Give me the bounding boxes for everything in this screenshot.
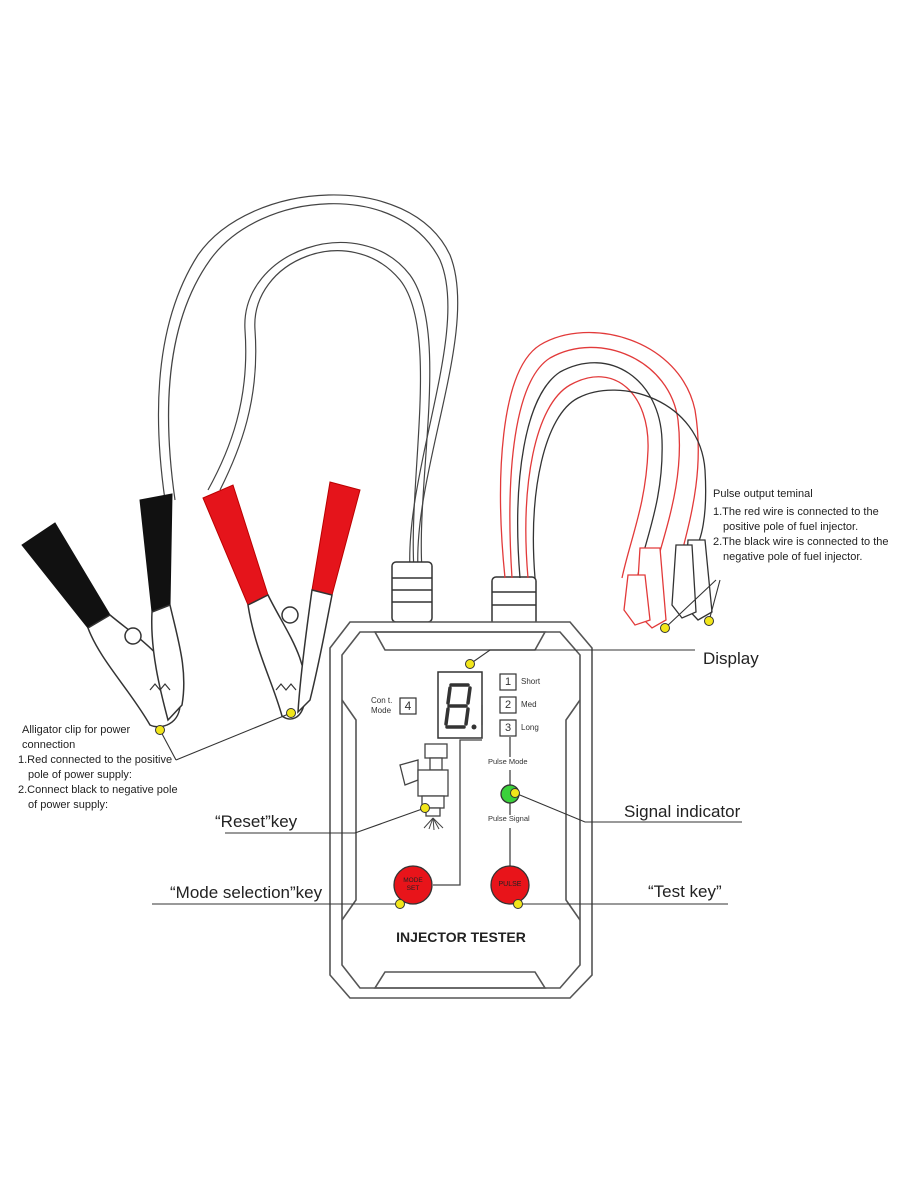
display-callout: Display xyxy=(703,649,759,668)
injector-icon xyxy=(399,743,449,831)
signal-indicator-callout: Signal indicator xyxy=(624,802,741,821)
cont-mode-number: 4 xyxy=(404,699,412,713)
mode-3-number: 3 xyxy=(504,722,512,734)
pulse-output-title: Pulse output teminal xyxy=(713,488,813,500)
alligator-title1: Alligator clip for power xyxy=(22,724,131,736)
cont-mode-label-line2: Mode xyxy=(371,706,392,715)
mode-3-label: Long xyxy=(521,723,539,732)
pulse-wires xyxy=(499,331,707,579)
red-alligator-clip xyxy=(202,481,361,720)
power-plug xyxy=(391,561,433,623)
pulse-button-text: PULSE xyxy=(498,881,522,888)
test-key-callout: “Test key” xyxy=(648,882,722,901)
device-traces xyxy=(433,705,511,886)
cont-mode-label-line1: Con t. xyxy=(371,696,393,705)
alligator-title2: connection xyxy=(22,739,76,751)
pulse-output-callout: Pulse output teminal 1.The red wire is c… xyxy=(713,487,888,565)
mode-set-button-text: MODE SET xyxy=(394,877,432,893)
black-alligator-clip xyxy=(21,493,185,728)
reset-key-callout: “Reset”key xyxy=(215,812,298,831)
mode-selection-key-callout: “Mode selection”key xyxy=(170,883,323,902)
callout-markers xyxy=(155,616,714,909)
alligator-callout: Alligator clip for power connection 1.Re… xyxy=(18,723,178,813)
pulse-button[interactable] xyxy=(490,865,530,905)
callout-lines xyxy=(152,579,742,905)
pulse-output-line4: negative pole of fuel injector. xyxy=(723,551,863,563)
mode-2-label: Med xyxy=(521,700,537,709)
pulse-terminals xyxy=(623,539,713,629)
mode-1-number: 1 xyxy=(504,676,512,688)
alligator-line2: pole of power supply: xyxy=(28,769,132,781)
device-title: INJECTOR TESTER xyxy=(396,929,526,945)
pulse-output-line2: positive pole of fuel injector. xyxy=(723,521,859,533)
seven-segment-display xyxy=(437,671,483,739)
power-cable xyxy=(157,194,459,571)
mode-boxes xyxy=(399,673,517,737)
pulse-signal-label: Pulse Signal xyxy=(488,814,530,823)
pulse-mode-label: Pulse Mode xyxy=(488,757,528,766)
pulse-output-line1: 1.The red wire is connected to the xyxy=(713,506,879,518)
cont-mode-label: Con t. Mode xyxy=(371,696,392,716)
alligator-line4: of power supply: xyxy=(28,799,109,811)
mode-1-label: Short xyxy=(521,677,541,686)
mode-2-number: 2 xyxy=(504,699,512,711)
mode-set-line1: MODE xyxy=(403,877,423,884)
alligator-line3: 2.Connect black to negative pole xyxy=(18,784,178,796)
mode-set-button[interactable] xyxy=(393,865,433,905)
pulse-output-line3: 2.The black wire is connected to the xyxy=(713,536,889,548)
mode-set-line2: SET xyxy=(406,885,420,892)
alligator-line1: 1.Red connected to the positive xyxy=(18,754,173,766)
pulse-plug xyxy=(491,576,537,626)
